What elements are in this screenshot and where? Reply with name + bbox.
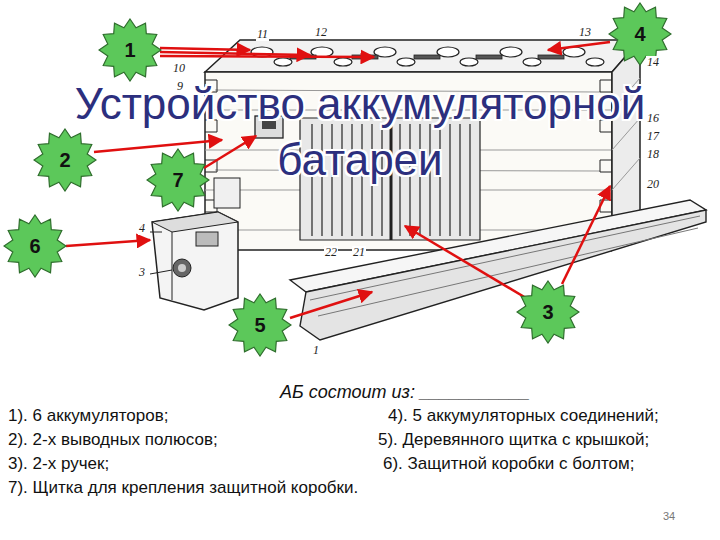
callout-number: 5 bbox=[228, 293, 292, 357]
part-number: 18 bbox=[646, 148, 660, 161]
part-number: 11 bbox=[256, 28, 269, 41]
star-badge: 7 bbox=[146, 148, 210, 212]
star-badge: 1 bbox=[98, 18, 162, 82]
part-number: 10 bbox=[172, 62, 186, 75]
list-heading: АБ состоит из: ___________ bbox=[280, 382, 530, 403]
list-item: 2). 2-х выводных полюсов; bbox=[8, 430, 218, 450]
list-item: 1). 6 аккумуляторов; bbox=[8, 406, 168, 426]
part-number: 4 bbox=[138, 222, 146, 235]
star-badge: 5 bbox=[228, 293, 292, 357]
callout-number: 1 bbox=[98, 18, 162, 82]
star-badge: 6 bbox=[3, 214, 67, 278]
list-item: 5). Деревянного щитка с крышкой; bbox=[378, 430, 649, 450]
page-number: 34 bbox=[663, 510, 675, 522]
star-badge: 3 bbox=[516, 280, 580, 344]
list-item: 4). 5 аккумуляторных соединений; bbox=[388, 406, 659, 426]
callout-number: 2 bbox=[33, 128, 97, 192]
list-item: 7). Щитка для крепления защитной коробки… bbox=[8, 478, 358, 498]
part-number: 16 bbox=[646, 112, 660, 125]
part-number: 3 bbox=[138, 266, 146, 279]
part-number: 17 bbox=[646, 130, 660, 143]
callout-number: 7 bbox=[146, 148, 210, 212]
title: Устройство аккумуляторной батареи bbox=[25, 76, 695, 188]
star-badge: 2 bbox=[33, 128, 97, 192]
list-item: 3). 2-х ручек; bbox=[8, 454, 109, 474]
star-badge: 4 bbox=[608, 2, 672, 66]
part-number: 22 bbox=[324, 246, 338, 259]
callout-number: 4 bbox=[608, 2, 672, 66]
part-number: 21 bbox=[352, 246, 366, 259]
callout-number: 6 bbox=[3, 214, 67, 278]
callout-number: 3 bbox=[516, 280, 580, 344]
part-number: 12 bbox=[314, 26, 328, 39]
part-number: 13 bbox=[578, 26, 592, 39]
list-item: 6). Защитной коробки с болтом; bbox=[383, 454, 634, 474]
part-number: 1 bbox=[312, 344, 320, 357]
part-number: 9 bbox=[176, 80, 184, 93]
part-number: 20 bbox=[646, 178, 660, 191]
part-number: 14 bbox=[646, 56, 660, 69]
